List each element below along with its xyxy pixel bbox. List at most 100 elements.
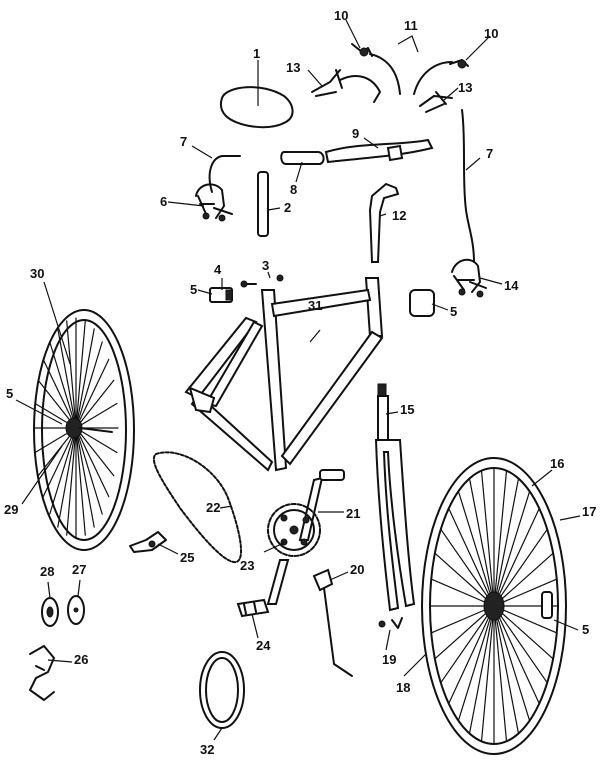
callout-31: 31 [308, 298, 322, 313]
spoke [75, 427, 110, 498]
brake-cable-right [461, 109, 475, 263]
spoke [493, 490, 531, 607]
spoke [75, 328, 95, 429]
saddle [219, 86, 294, 129]
callout-5-reflector: 5 [190, 282, 197, 297]
spoke [493, 605, 548, 684]
spoke [434, 552, 495, 607]
spoke [75, 341, 103, 429]
spoke [75, 320, 86, 429]
callout-22: 22 [206, 500, 220, 515]
callout-labels: 1 2 3 4 5 5 5 5 6 7 7 8 9 10 10 11 12 13… [4, 8, 596, 757]
cable-clamp-right [449, 59, 469, 69]
brake-cable-left [208, 155, 241, 193]
spoke [457, 605, 495, 722]
callout-19: 19 [382, 652, 396, 667]
callout-27: 27 [72, 562, 86, 577]
axle-bolt [378, 617, 403, 629]
callout-16: 16 [550, 456, 564, 471]
spoke [49, 427, 77, 515]
spoke [493, 470, 508, 607]
callout-3: 3 [262, 258, 269, 273]
spoke [434, 605, 495, 660]
callout-21: 21 [346, 506, 360, 521]
callout-17: 17 [582, 504, 596, 519]
spoke [75, 402, 118, 429]
dust-cap [67, 595, 85, 625]
spoke [493, 605, 508, 742]
brake-lever-right [419, 91, 453, 113]
spoke [468, 477, 495, 607]
callout-7-left: 7 [180, 134, 187, 149]
callout-28: 28 [40, 564, 54, 579]
rim-band [199, 651, 245, 729]
spoke [493, 605, 558, 634]
front-fork [374, 383, 416, 612]
rear-wheel [33, 309, 135, 551]
callout-2: 2 [284, 200, 291, 215]
spoke [66, 320, 77, 429]
spoke [440, 528, 495, 607]
spoke [480, 470, 495, 607]
callout-15: 15 [400, 402, 414, 417]
spoke [480, 605, 495, 742]
spoke [75, 427, 86, 536]
spoke [493, 578, 558, 607]
callout-30: 30 [30, 266, 44, 281]
cable-clamp-left [351, 43, 373, 57]
spoke [457, 490, 495, 607]
bike-frame [184, 277, 384, 472]
spoke [75, 358, 110, 429]
spoke [75, 427, 115, 477]
spoke [493, 605, 540, 705]
spoke [75, 379, 115, 429]
rear-derailleur [29, 645, 55, 701]
callout-23: 23 [240, 558, 254, 573]
spoke [448, 605, 495, 705]
leader-lines [15, 19, 581, 741]
spoke [42, 358, 77, 429]
callout-32: 32 [200, 742, 214, 757]
seat-clamp-bolts [240, 274, 284, 288]
spoke [42, 427, 77, 498]
callout-9: 9 [352, 126, 359, 141]
callout-12: 12 [392, 208, 406, 223]
spoke [66, 427, 77, 536]
brake-cable-upper [369, 53, 453, 95]
spoke [493, 605, 531, 722]
handlebar [324, 138, 434, 164]
spoke [57, 427, 77, 528]
spoke [57, 328, 77, 429]
freewheel [41, 597, 59, 627]
rear-brake-caliper [195, 183, 233, 222]
spoke [493, 528, 548, 607]
callout-7-right: 7 [486, 146, 493, 161]
chain [152, 451, 243, 564]
callout-29: 29 [4, 502, 18, 517]
spoke [493, 507, 540, 607]
callout-8: 8 [290, 182, 297, 197]
spoke [75, 427, 103, 515]
callout-11: 11 [404, 18, 418, 33]
spoke [75, 427, 95, 528]
chainring [267, 503, 321, 557]
spoke [440, 605, 495, 684]
spoke [75, 427, 118, 454]
front-brake-caliper [451, 258, 487, 298]
spoke [448, 507, 495, 607]
spoke [430, 605, 495, 634]
handlebar-stem [368, 182, 400, 263]
shift-lever [129, 531, 167, 553]
callout-6: 6 [160, 194, 167, 209]
callout-26: 26 [74, 652, 88, 667]
callout-13-left: 13 [286, 60, 300, 75]
pedal [236, 598, 270, 618]
reflector-front [409, 289, 435, 317]
spoke [493, 552, 554, 607]
handle-grip [280, 151, 325, 165]
spoke [430, 578, 495, 607]
callout-13-right: 13 [458, 80, 472, 95]
spoke [493, 605, 520, 735]
